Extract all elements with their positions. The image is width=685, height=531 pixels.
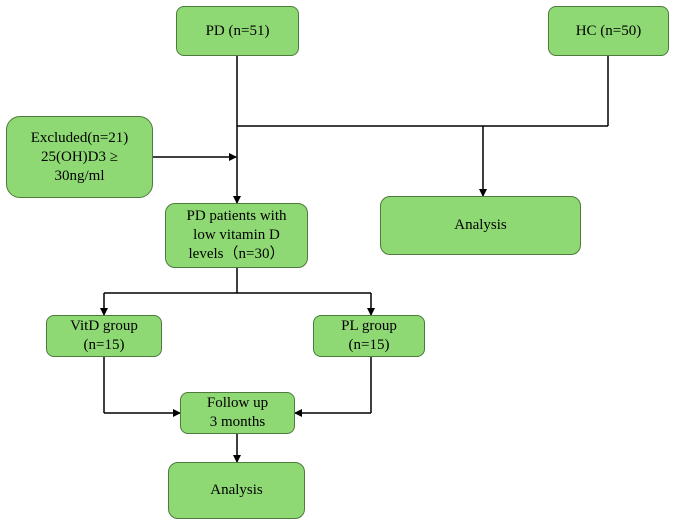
pl-group-box: PL group (n=15)	[313, 315, 425, 357]
pl-group-label: PL group (n=15)	[341, 318, 397, 353]
hc-label: HC (n=50)	[575, 22, 642, 39]
pd-low-vitd-box: PD patients with low vitamin D levels（n=…	[165, 203, 308, 268]
analysis-hc-label: Analysis	[454, 217, 507, 233]
pd-box: PD (n=51)	[176, 6, 299, 56]
pd-low-vitd-label: PD patients with low vitamin D levels（n=…	[186, 208, 287, 262]
follow-up-box: Follow up 3 months	[180, 392, 295, 434]
excluded-box: Excluded(n=21) 25(OH)D3 ≥ 30ng/ml	[6, 116, 153, 198]
analysis-hc-box: Analysis	[380, 196, 581, 255]
vitd-group-box: VitD group (n=15)	[46, 315, 162, 357]
analysis-final-label: Analysis	[210, 482, 263, 498]
follow-up-label: Follow up 3 months	[206, 395, 269, 430]
vitd-group-label: VitD group (n=15)	[70, 318, 138, 353]
pd-label: PD (n=51)	[205, 22, 270, 39]
hc-box: HC (n=50)	[548, 6, 669, 56]
excluded-label: Excluded(n=21) 25(OH)D3 ≥ 30ng/ml	[30, 129, 129, 184]
analysis-final-box: Analysis	[168, 462, 305, 519]
